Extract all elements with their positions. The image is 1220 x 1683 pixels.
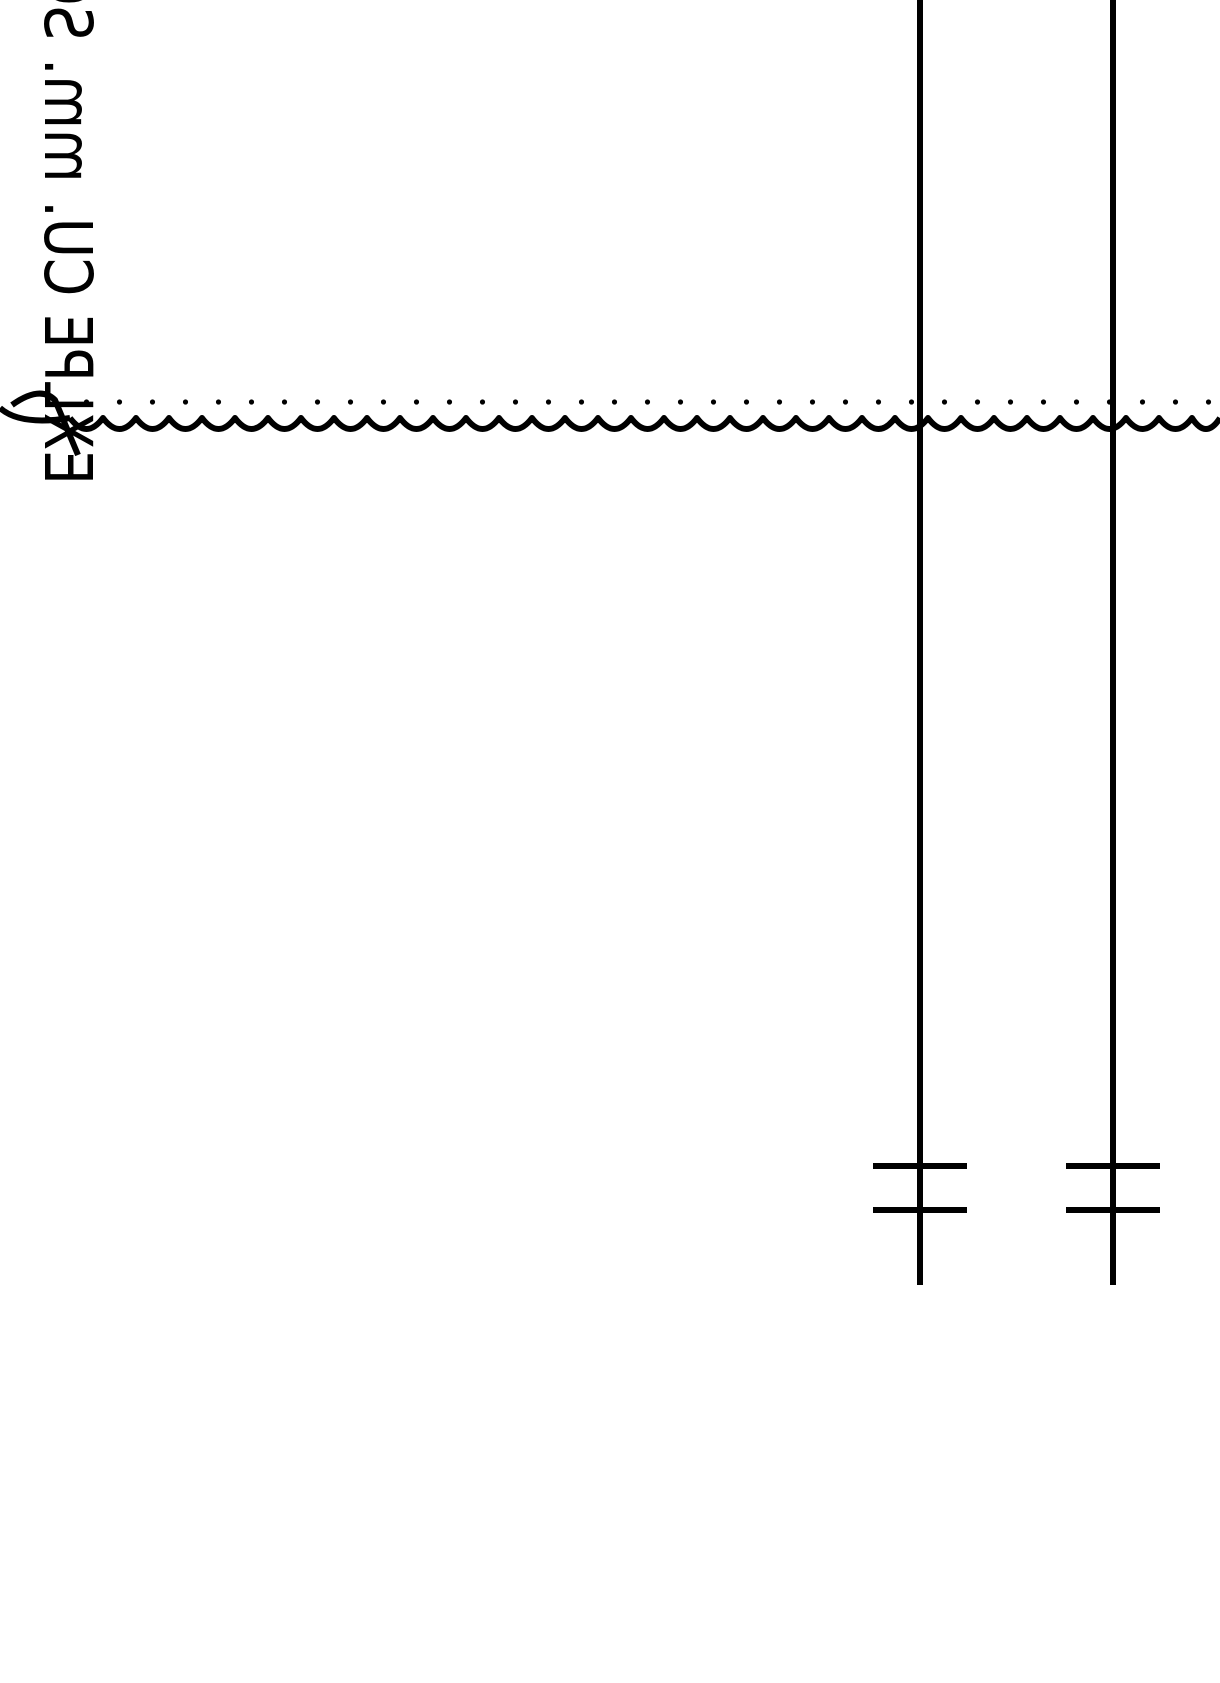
cable-dot — [215, 399, 222, 405]
cable-dot — [743, 399, 750, 405]
cable-dot — [314, 399, 321, 405]
cable-dot — [545, 399, 552, 405]
cable-dot — [578, 399, 585, 405]
cable-dot — [83, 399, 90, 405]
cable-wave-line — [67, 415, 1220, 432]
cable-dot — [842, 399, 849, 405]
cable-dot — [512, 399, 519, 405]
cable-dot — [380, 399, 387, 405]
cable-label: EXLPE CU. mm. SQ. 800x2-3E — [29, 0, 106, 485]
cable-dot — [116, 399, 123, 405]
cable-dot — [875, 399, 882, 405]
cable-dot — [1172, 399, 1179, 405]
cable-dot — [1205, 399, 1212, 405]
cable-dot — [1139, 399, 1146, 405]
cable-dot — [1007, 399, 1014, 405]
cable-dot — [644, 399, 651, 405]
cable-run — [0, 399, 1220, 432]
double-bar-symbol-right — [1066, 1163, 1160, 1213]
cable-dot — [281, 399, 288, 405]
cable-dot — [776, 399, 783, 405]
cable-end-slash — [10, 390, 81, 457]
cable-dot — [710, 399, 717, 405]
cable-dot — [974, 399, 981, 405]
double-bar-symbol-left — [873, 1163, 967, 1213]
cable-dot — [809, 399, 816, 405]
cable-dot — [248, 399, 255, 405]
cable-dots — [83, 399, 1212, 405]
cable-dot — [908, 399, 915, 405]
cable-dot — [941, 399, 948, 405]
cable-dot — [1040, 399, 1047, 405]
cable-dot — [611, 399, 618, 405]
cable-dot — [446, 399, 453, 405]
cable-dot — [413, 399, 420, 405]
cable-dot — [1073, 399, 1080, 405]
cable-dot — [677, 399, 684, 405]
cable-dot — [149, 399, 156, 405]
cable-dot — [347, 399, 354, 405]
cable-dot — [182, 399, 189, 405]
cable-dot — [479, 399, 486, 405]
